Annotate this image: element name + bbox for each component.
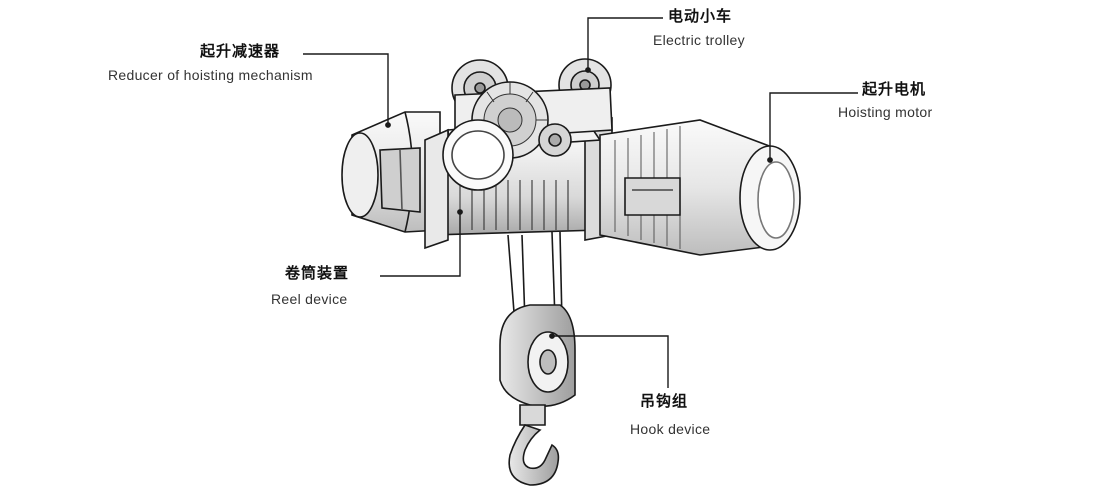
- hoisting-motor: [599, 119, 801, 256]
- leader-reel: [380, 212, 461, 277]
- motor-label-zh: 起升电机: [862, 80, 927, 98]
- reducer-housing: [341, 111, 441, 233]
- leader-motor: [769, 92, 858, 160]
- reducer-label-en: Reducer of hoisting mechanism: [108, 67, 313, 83]
- reel-label-zh: 卷筒装置: [285, 264, 350, 282]
- motor-label-en: Hoisting motor: [838, 104, 933, 120]
- electric-trolley: [442, 58, 613, 191]
- reducer-label-zh: 起升减速器: [200, 42, 281, 60]
- hook-assembly: [499, 231, 576, 486]
- hook-label-en: Hook device: [630, 421, 711, 437]
- leader-trolley: [587, 17, 663, 70]
- leader-reducer: [303, 53, 389, 125]
- leader-hook: [552, 335, 669, 388]
- hook-label-zh: 吊钩组: [640, 392, 689, 410]
- reel-label-en: Reel device: [271, 291, 348, 307]
- trolley-label-zh: 电动小车: [668, 7, 733, 25]
- trolley-label-en: Electric trolley: [653, 32, 745, 48]
- leader-lines: [303, 17, 858, 388]
